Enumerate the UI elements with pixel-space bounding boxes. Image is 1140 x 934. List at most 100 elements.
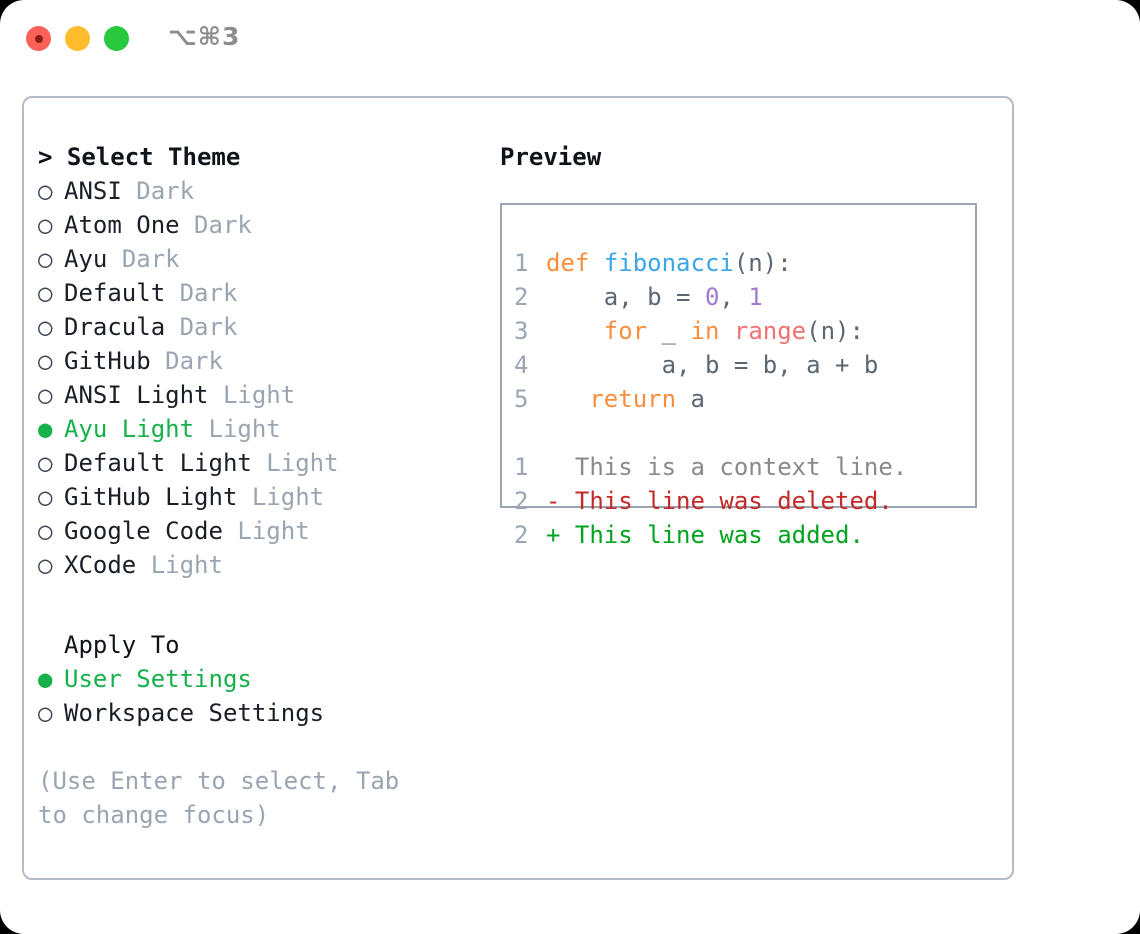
theme-list-item[interactable]: ○XCode Light xyxy=(38,548,478,582)
radio-icon: ○ xyxy=(38,211,53,239)
title-bar: ⌥⌘3 xyxy=(0,0,1140,78)
theme-list-item[interactable]: ○ Dracula Dark xyxy=(38,310,478,344)
code-diff-separator xyxy=(514,416,967,450)
code-token xyxy=(546,385,589,413)
apply-to-option-label: Workspace Settings xyxy=(64,699,325,727)
theme-list-item[interactable]: ○Google Code Light xyxy=(38,514,478,548)
line-number: 2 xyxy=(514,487,529,515)
line-number: 5 xyxy=(514,385,529,413)
code-token: 1 xyxy=(748,283,763,311)
theme-list-item-selected[interactable]: ● Ayu Light Light xyxy=(38,412,478,446)
theme-name: Google Code xyxy=(64,517,223,545)
diff-line-added: 2+ This line was added. xyxy=(514,518,967,552)
diff-line-context: 1 This is a context line. xyxy=(514,450,967,484)
code-token: _ xyxy=(647,317,691,345)
code-token xyxy=(719,317,733,345)
radio-icon: ○ xyxy=(38,449,53,477)
apply-to-item-selected[interactable]: ● User Settings xyxy=(38,662,478,696)
theme-list: ○ANSI Dark ○Atom One Dark ○Ayu Dark ○Def… xyxy=(38,174,478,582)
radio-icon: ○ xyxy=(38,699,53,727)
theme-variant: Light xyxy=(208,415,281,443)
theme-name: Default xyxy=(64,279,166,307)
code-token: a, b = xyxy=(546,283,705,311)
theme-variant: Light xyxy=(222,381,296,409)
diff-marker xyxy=(546,453,575,481)
code-token: (n): xyxy=(733,249,792,277)
code-line: 5 return a xyxy=(514,382,967,416)
radio-icon: ○ xyxy=(38,483,53,511)
code-token: a, b = b, a + b xyxy=(546,351,879,379)
code-token: in xyxy=(690,317,720,345)
theme-name: ANSI xyxy=(64,177,122,205)
line-number: 1 xyxy=(514,249,529,277)
radio-icon: ○ xyxy=(38,177,53,205)
theme-name: Default Light xyxy=(64,449,252,477)
diff-line-deleted: 2- This line was deleted. xyxy=(514,484,967,518)
apply-to-list: ● User Settings ○ Workspace Settings xyxy=(38,662,478,730)
code-token: , xyxy=(719,283,749,311)
theme-name: Ayu xyxy=(64,245,108,273)
theme-list-item[interactable]: ○ Ayu Dark xyxy=(38,242,478,276)
line-number: 1 xyxy=(514,453,529,481)
line-number: 4 xyxy=(514,351,529,379)
code-line: 4 a, b = b, a + b xyxy=(514,348,967,382)
diff-text: This is a context line. xyxy=(574,453,908,481)
theme-list-item[interactable]: ○GitHub Light Light xyxy=(38,480,478,514)
code-token: range xyxy=(733,317,807,345)
code-token: (n): xyxy=(806,317,864,345)
theme-picker-column: > Select Theme ○ ANSI Dark ○Atom One Dark… xyxy=(38,140,478,832)
theme-name: GitHub xyxy=(64,347,151,375)
apply-to-option-label: User Settings xyxy=(64,665,252,693)
theme-variant: Light xyxy=(150,551,223,579)
select-theme-title: Select Theme xyxy=(66,143,241,171)
line-number: 2 xyxy=(514,521,529,549)
theme-list-item[interactable]: ○ Default Light Light xyxy=(38,446,478,480)
code-line: 3 for _ in range(n): xyxy=(514,314,967,348)
preview-title: Preview xyxy=(500,143,602,171)
minimize-button[interactable] xyxy=(65,26,90,51)
theme-variant: Dark xyxy=(179,313,238,341)
radio-selected-icon: ● xyxy=(38,665,53,693)
apply-to-item[interactable]: ○ Workspace Settings xyxy=(38,696,478,730)
radio-icon: ○ xyxy=(38,347,53,375)
code-token: return xyxy=(589,385,677,413)
list-spacer xyxy=(38,582,478,628)
window-controls xyxy=(26,26,129,51)
caret-icon: > xyxy=(38,143,53,171)
theme-variant: Dark xyxy=(194,211,252,239)
help-text: (Use Enter to select, Tab to change focu… xyxy=(38,767,414,829)
code-token xyxy=(546,317,604,345)
theme-list-item[interactable]: ○ANSI Dark xyxy=(38,174,478,208)
theme-list-item[interactable]: ○Default Dark xyxy=(38,276,478,310)
code-token: def xyxy=(546,249,590,277)
theme-list-item[interactable]: ○ANSI Light Light xyxy=(38,378,478,412)
radio-selected-icon: ● xyxy=(38,415,53,443)
theme-variant: Dark xyxy=(121,245,180,273)
apply-to-label: Apply To xyxy=(64,631,180,659)
theme-name: Dracula xyxy=(64,313,166,341)
line-number: 2 xyxy=(514,283,529,311)
keyboard-shortcut-label: ⌥⌘3 xyxy=(168,22,241,51)
diff-text: This line was added. xyxy=(574,521,864,549)
diff-marker: - xyxy=(546,487,575,515)
code-token: fibonacci xyxy=(603,249,734,277)
radio-icon: ○ xyxy=(38,517,53,545)
theme-variant: Light xyxy=(251,483,325,511)
maximize-button[interactable] xyxy=(104,26,129,51)
radio-icon: ○ xyxy=(38,313,53,341)
theme-name: Ayu Light xyxy=(64,415,195,443)
theme-list-item[interactable]: ○Atom One Dark xyxy=(38,208,478,242)
radio-icon: ○ xyxy=(38,551,53,579)
code-token: 0 xyxy=(704,283,720,311)
theme-variant: Dark xyxy=(165,347,223,375)
code-token xyxy=(589,249,603,277)
code-token: a xyxy=(676,385,705,413)
close-button[interactable] xyxy=(26,26,51,51)
radio-icon: ○ xyxy=(38,245,53,273)
theme-list-item[interactable]: ○ GitHub Dark xyxy=(38,344,478,378)
theme-variant: Light xyxy=(266,449,339,477)
